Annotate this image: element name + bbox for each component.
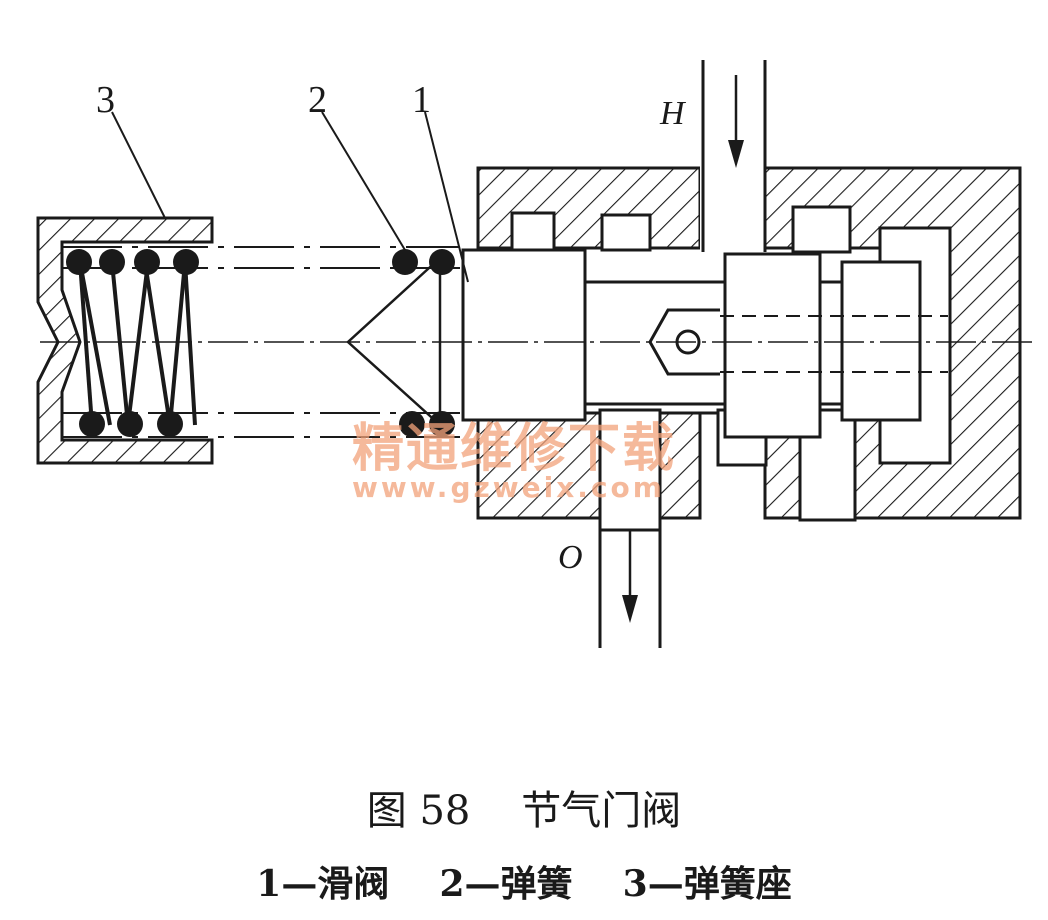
figure-caption-legend: 1—滑阀 2—弹簧 3—弹簧座 (256, 863, 792, 905)
leader-lines (111, 111, 469, 283)
label-part-1: 1 (412, 79, 431, 121)
watermark-cn: 精通维修下载 (352, 419, 676, 479)
label-outlet-o: O (558, 539, 583, 576)
figure-caption-title: 图 58 节气门阀 (366, 788, 682, 834)
spool-valve (461, 248, 948, 439)
spring-seat (36, 216, 214, 465)
label-inlet-h: H (659, 95, 687, 132)
outlet-flow-arrow (622, 530, 638, 623)
label-part-3: 3 (96, 79, 115, 121)
watermark-url: www.gzweix.com (352, 471, 665, 504)
inlet-flow-arrow (728, 75, 744, 168)
spring (62, 246, 460, 438)
label-part-2: 2 (308, 79, 327, 121)
